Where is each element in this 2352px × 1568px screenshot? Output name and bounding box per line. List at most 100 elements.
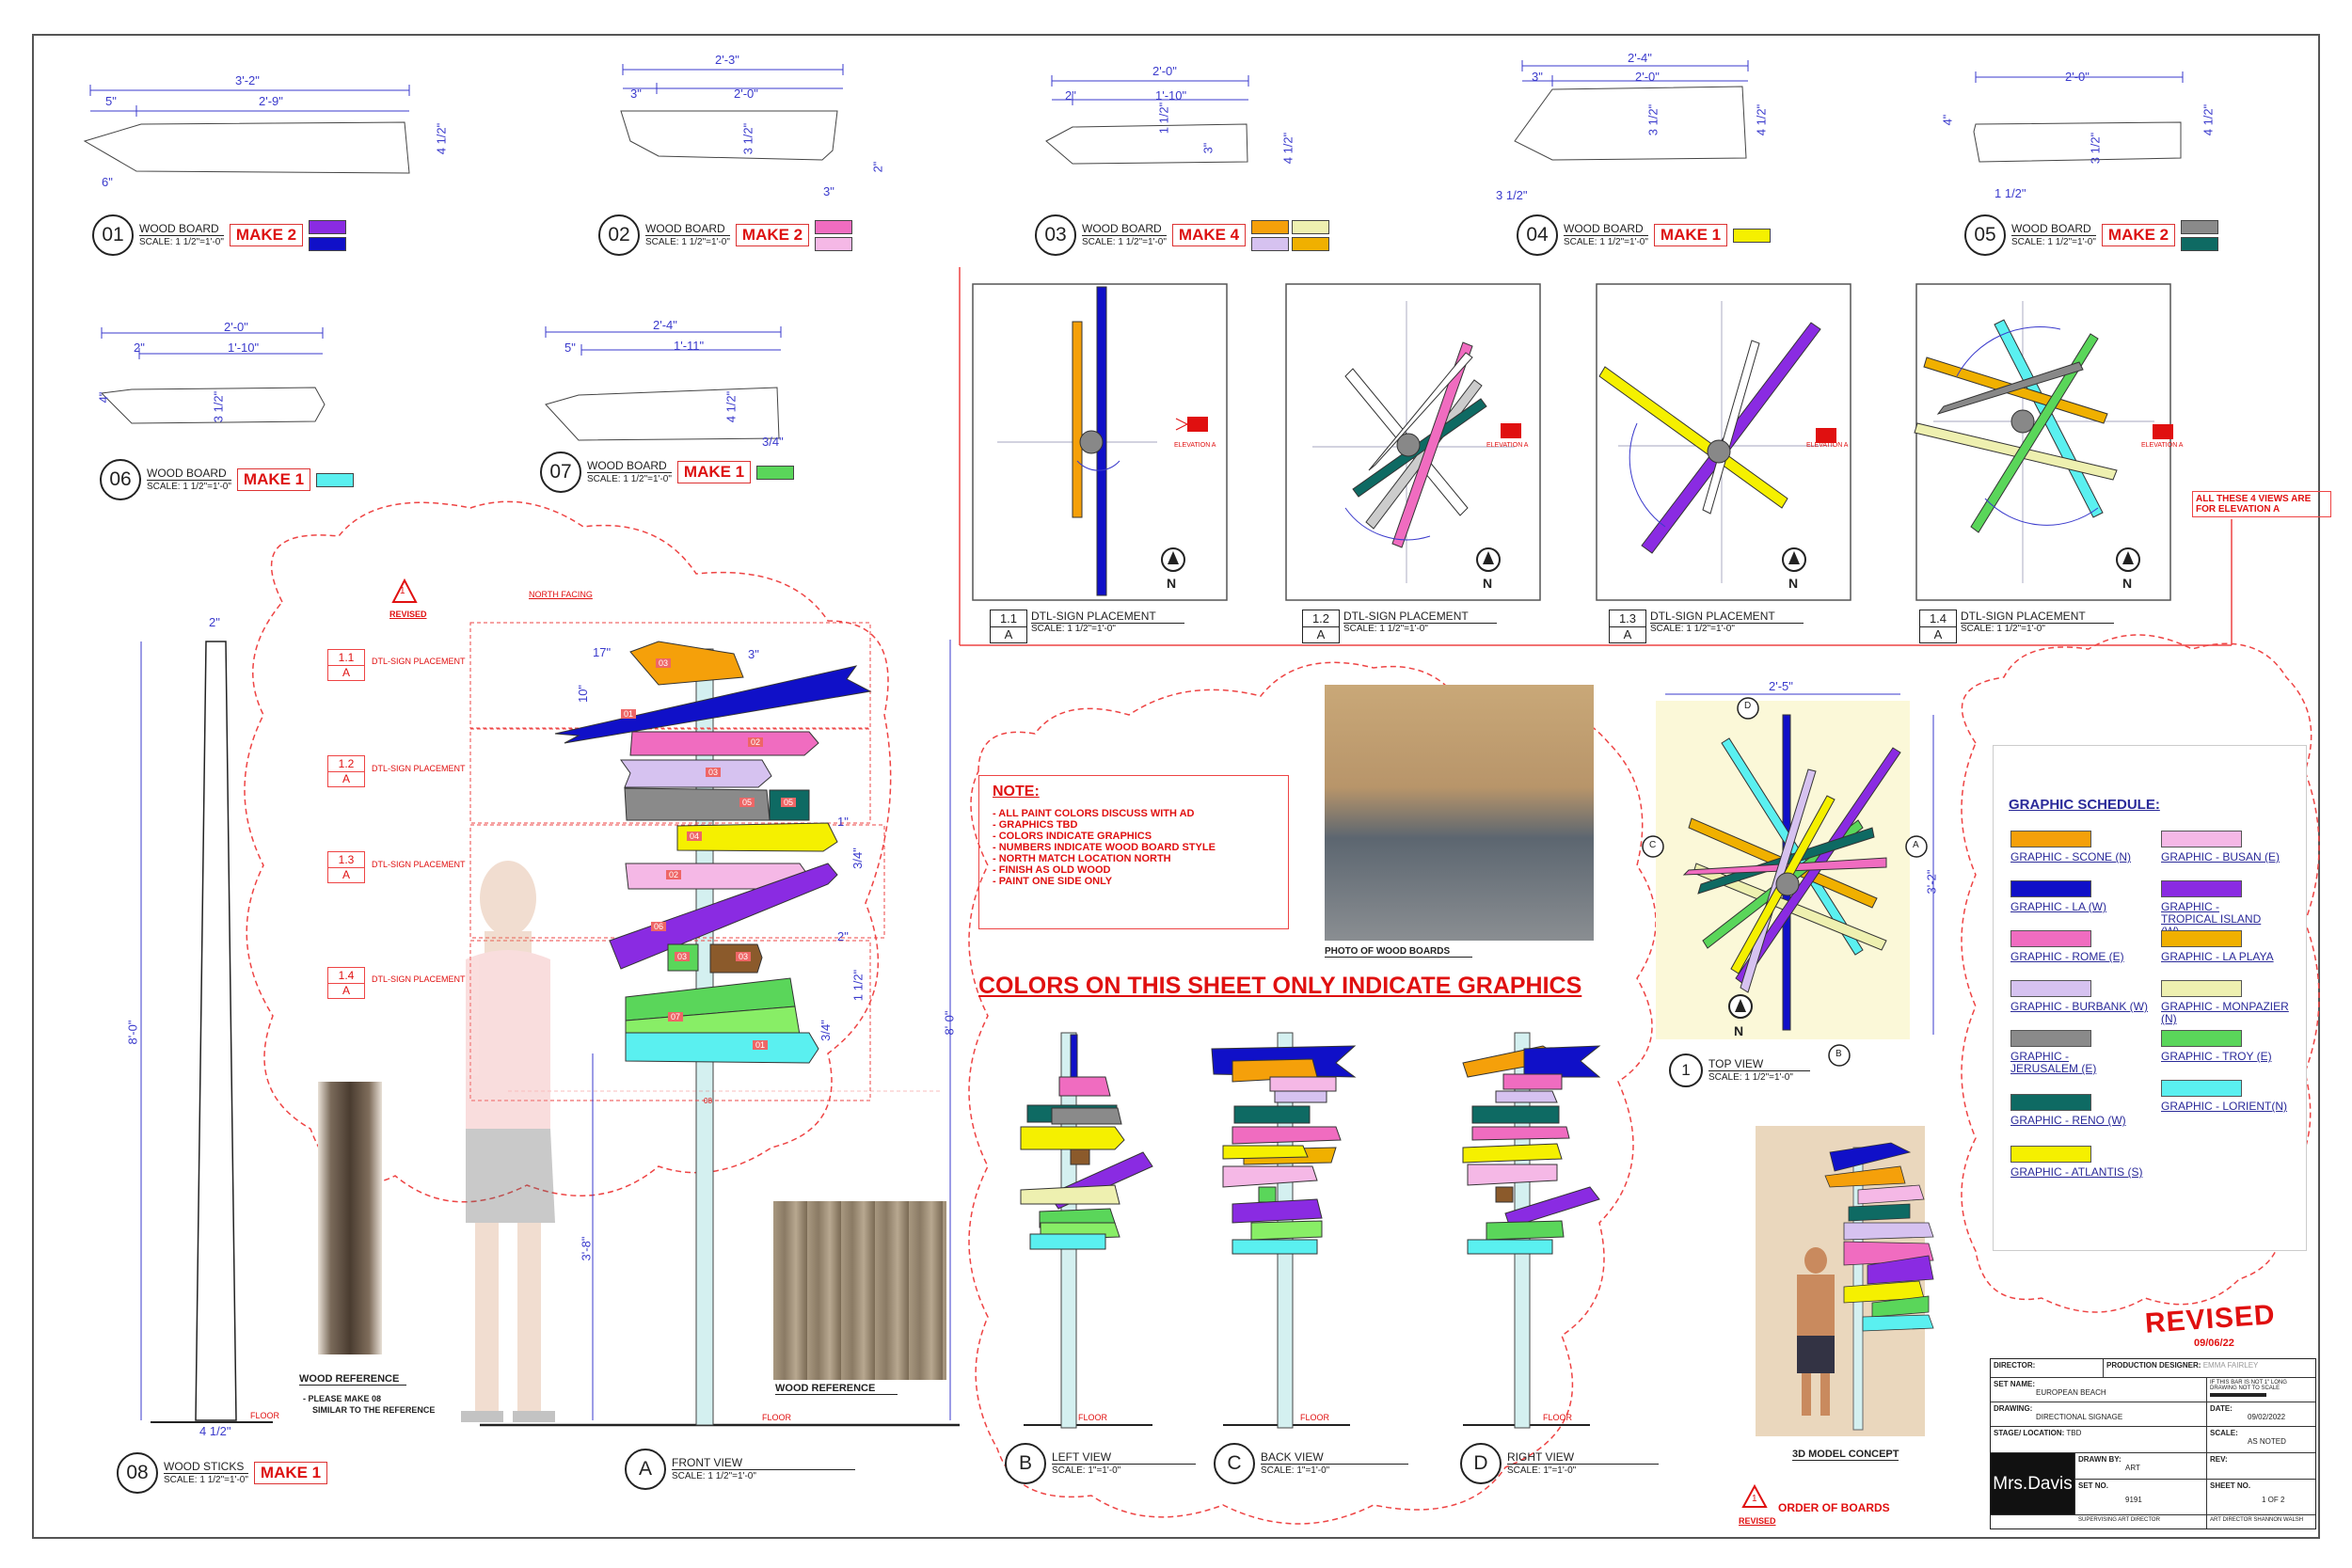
graphic-item: GRAPHIC - SCONE (N) [2010, 831, 2131, 863]
dimension: 1 1/2" [850, 969, 866, 1002]
elevation-label: ELEVATION A [2141, 442, 2184, 449]
board-tag: 08 [704, 1097, 712, 1105]
wood-boards-photo [1325, 685, 1594, 941]
dimension: 2" [134, 341, 145, 355]
dtl-ref-id: 1.4 [328, 968, 364, 984]
dimension: 4 1/2" [199, 1424, 231, 1438]
elevation-label: ELEVATION A [1806, 442, 1849, 449]
dimension: 4 1/2" [723, 390, 739, 423]
board-number: 03 [1035, 214, 1076, 256]
graphic-item: GRAPHIC - ATLANTIS (S) [2010, 1146, 2142, 1179]
tb-date-label: DATE: [2210, 1404, 2233, 1413]
dimension: 2'-0" [734, 87, 758, 101]
dtl-sheet: A [1316, 627, 1326, 642]
wood-reference-note: - PLEASE MAKE 08 [303, 1394, 382, 1403]
board-number: 05 [1964, 214, 2006, 256]
dtl-id: 1.4 [1920, 610, 1956, 627]
elevation-label: ELEVATION A [1486, 442, 1529, 449]
floor-label: FLOOR [1078, 1413, 1108, 1422]
dimension: 2'-0" [224, 320, 248, 334]
board-tag: 03 [675, 952, 691, 961]
elevation-note: ALL THESE 4 VIEWS ARE FOR ELEVATION A [2192, 491, 2331, 517]
board-tag: 03 [736, 952, 752, 961]
swatch-light-pink [815, 236, 853, 251]
revised-stamp-date: 09/06/22 [2194, 1338, 2234, 1349]
north-label: N [1788, 576, 1799, 591]
dtl-title: DTL-SIGN PLACEMENT [1961, 610, 2114, 624]
graphic-item: GRAPHIC - LORIENT(N) [2161, 1080, 2287, 1113]
revision-number: 1 [1752, 1494, 1757, 1504]
board-title: WOOD BOARD [147, 467, 231, 481]
dimension: 4" [96, 391, 111, 404]
north-label: N [1167, 576, 1177, 591]
dtl-ref-sheet: A [342, 868, 350, 882]
human-silhouette [461, 861, 941, 1422]
tb-drawnby-label: DRAWN BY: [2078, 1455, 2122, 1464]
dimension: 3 1/2" [211, 390, 226, 423]
dtl-sheet: A [1933, 627, 1943, 642]
dimension: 3/4" [762, 435, 784, 449]
dtl-placement-label: DTL-SIGN PLACEMENT [372, 974, 466, 984]
make-label: MAKE 2 [735, 224, 810, 246]
note-line: - GRAPHICS TBD [993, 819, 1078, 831]
board-scale: SCALE: 1 1/2"=1'-0" [587, 473, 672, 484]
board-tag: 01 [753, 1040, 769, 1050]
note-line: - PAINT ONE SIDE ONLY [993, 876, 1113, 887]
section-marker: A [1913, 840, 1919, 850]
dtl-scale: SCALE: 1 1/2"=1'-0" [1650, 624, 1735, 634]
board-tag: 05 [781, 798, 797, 807]
board-tag: 04 [687, 832, 703, 841]
dimension: 3'-2" [235, 73, 260, 87]
graphic-item: GRAPHIC - ROME (E) [2010, 930, 2124, 963]
dimension: 3/4" [850, 847, 865, 869]
tb-director-label: DIRECTOR: [1994, 1361, 2036, 1370]
graphic-item: GRAPHIC - RENO (W) [2010, 1094, 2126, 1127]
dimension: 1 1/2" [1156, 102, 1171, 135]
tb-drawing-label: DRAWING: [1994, 1404, 2033, 1413]
tb-scale: AS NOTED [2248, 1437, 2286, 1446]
graphic-item: GRAPHIC - TROPICAL ISLAND (W) [2161, 880, 2274, 938]
note-title: NOTE: [993, 784, 1040, 800]
board-tag: 06 [651, 922, 667, 931]
swatch-pink [815, 219, 853, 234]
revised-label: REVISED [389, 610, 427, 619]
graphic-item: GRAPHIC - TROY (E) [2161, 1030, 2272, 1063]
tb-setno: 9191 [2125, 1496, 2142, 1504]
board-title: WOOD BOARD [1082, 222, 1167, 236]
dimension: 2'-0" [1635, 70, 1660, 84]
dimension: 2'-0" [2065, 70, 2090, 84]
dtl-ref-id: 1.2 [328, 756, 364, 772]
dimension: 1'-11" [674, 339, 705, 353]
wood-reference-title: WOOD REFERENCE [775, 1383, 898, 1395]
revised-label: REVISED [1739, 1516, 1776, 1526]
dimension: 3" [748, 647, 759, 661]
dtl-sheet: A [1623, 627, 1632, 642]
floor-label: FLOOR [250, 1411, 280, 1420]
board-tag: 02 [666, 870, 682, 879]
board-scale: SCALE: 1 1/2"=1'-0" [1082, 236, 1167, 247]
note-line: - COLORS INDICATE GRAPHICS [993, 831, 1152, 842]
dtl-scale: SCALE: 1 1/2"=1'-0" [1961, 624, 2045, 634]
dtl-title: DTL-SIGN PLACEMENT [1343, 610, 1497, 624]
order-of-boards-label: ORDER OF BOARDS [1778, 1501, 1890, 1514]
note-line: - NORTH MATCH LOCATION NORTH [993, 853, 1171, 864]
tb-rev-label: REV: [2210, 1455, 2228, 1464]
view-scale: SCALE: 1"=1'-0" [1052, 1465, 1121, 1476]
dimension: 3" [630, 87, 642, 101]
stick-scale: SCALE: 1 1/2"=1'-0" [164, 1474, 248, 1485]
model-caption: 3D MODEL CONCEPT [1792, 1449, 1899, 1461]
title-block: DIRECTOR: PRODUCTION DESIGNER: EMMA FAIR… [1990, 1358, 2316, 1529]
dimension: 3'-2" [1924, 869, 1939, 895]
make-label: MAKE 1 [236, 468, 311, 491]
dtl-placement-label: DTL-SIGN PLACEMENT [372, 860, 466, 869]
